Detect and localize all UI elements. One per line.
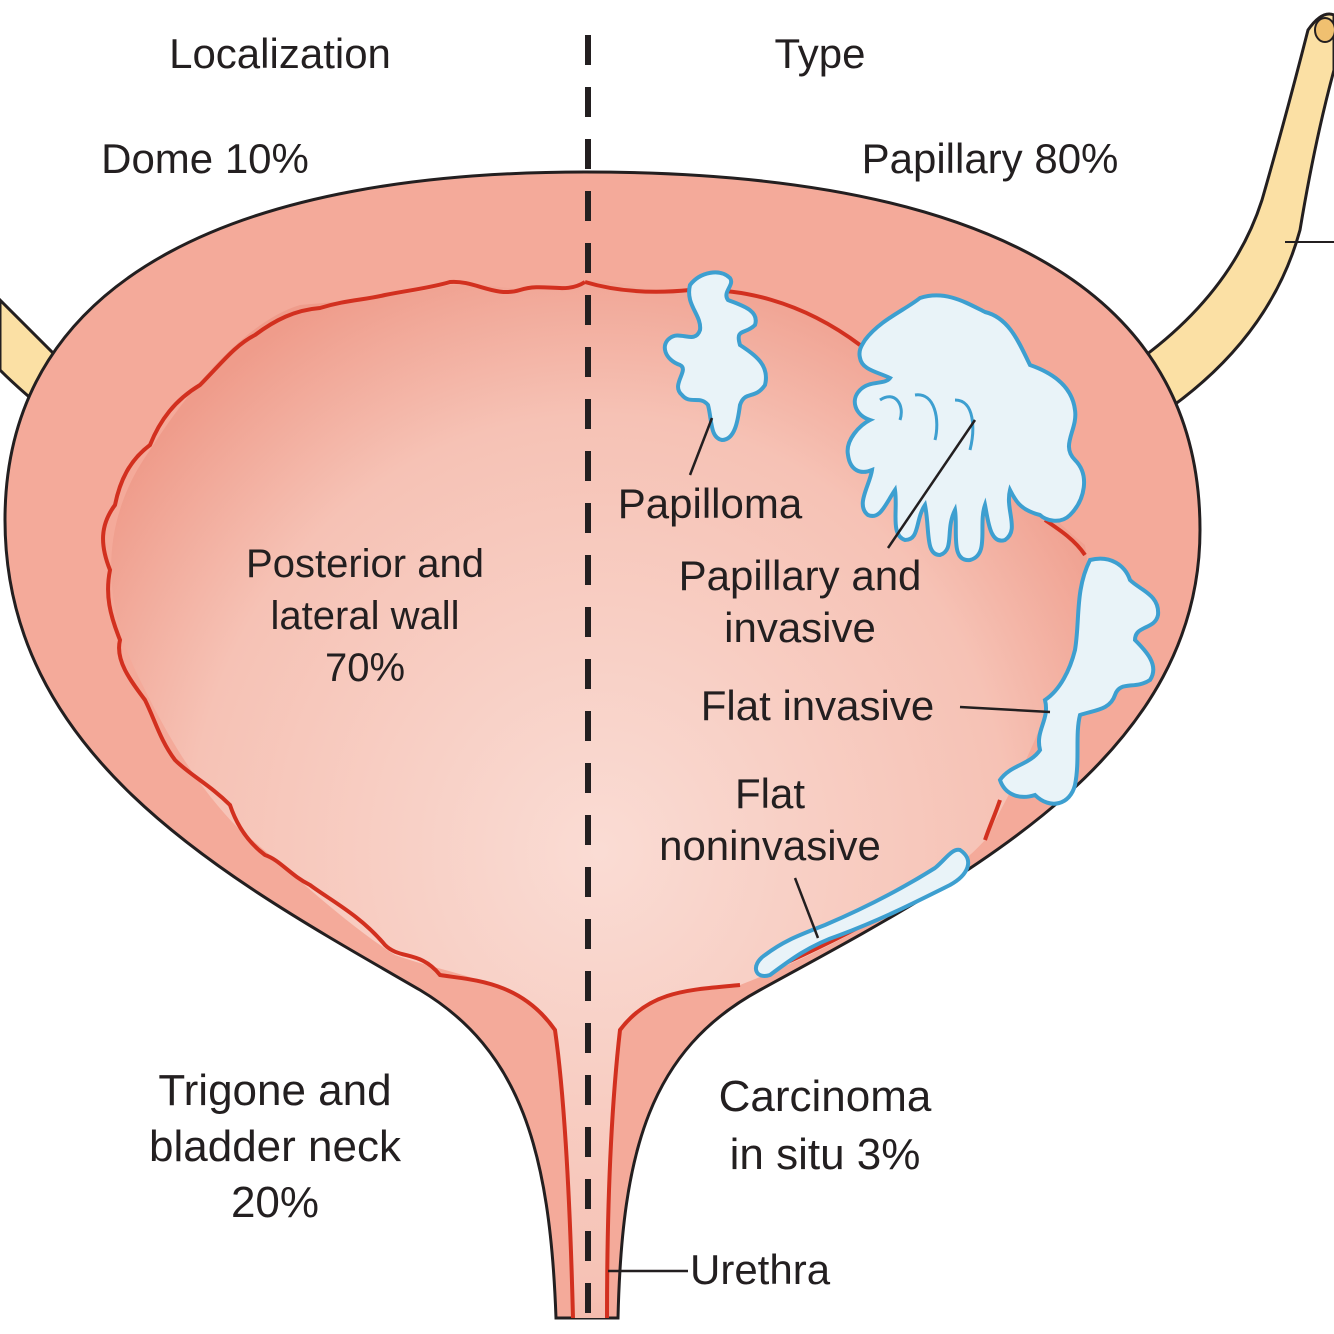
cis-line-2: in situ 3% [729,1130,921,1179]
flat-noninvasive-line-1: Flat [734,770,805,817]
flat-noninvasive-label: Flat noninvasive [630,768,910,872]
wall-label: Posterior and lateral wall 70% [205,538,525,694]
flat-invasive-tumor [997,556,1161,806]
papillary-label: Papillary 80% [861,135,1119,182]
leader-lines [608,417,1051,1273]
trigone-label: Trigone and bladder neck 20% [110,1063,440,1231]
type-header: Type [774,30,866,77]
papilloma-tumor [662,270,768,443]
papillary-invasive-line-2: invasive [724,604,876,651]
dome-label: Dome 10% [101,135,309,182]
flat-noninvasive-tumor [754,847,971,978]
localization-header: Localization [169,30,391,77]
papilloma-label: Papilloma [617,480,803,527]
cis-line-1: Carcinoma [718,1072,932,1121]
wall-label-line-2: lateral wall [270,594,460,638]
papillary-invasive-label: Papillary and invasive [650,550,950,654]
trigone-line-1: Trigone and [158,1066,392,1115]
urethra-label: Urethra [690,1246,831,1293]
flat-invasive-label: Flat invasive [700,682,935,729]
wall-label-line-1: Posterior and [246,542,484,586]
papillary-invasive-tumor [845,293,1087,562]
flat-noninvasive-line-2: noninvasive [659,822,881,869]
trigone-line-2: bladder neck [149,1122,401,1171]
papillary-invasive-line-1: Papillary and [678,552,922,599]
trigone-line-3: 20% [230,1178,320,1227]
cis-label: Carcinoma in situ 3% [680,1068,970,1184]
right-ureter [1119,12,1334,417]
wall-label-line-3: 70% [324,646,406,690]
